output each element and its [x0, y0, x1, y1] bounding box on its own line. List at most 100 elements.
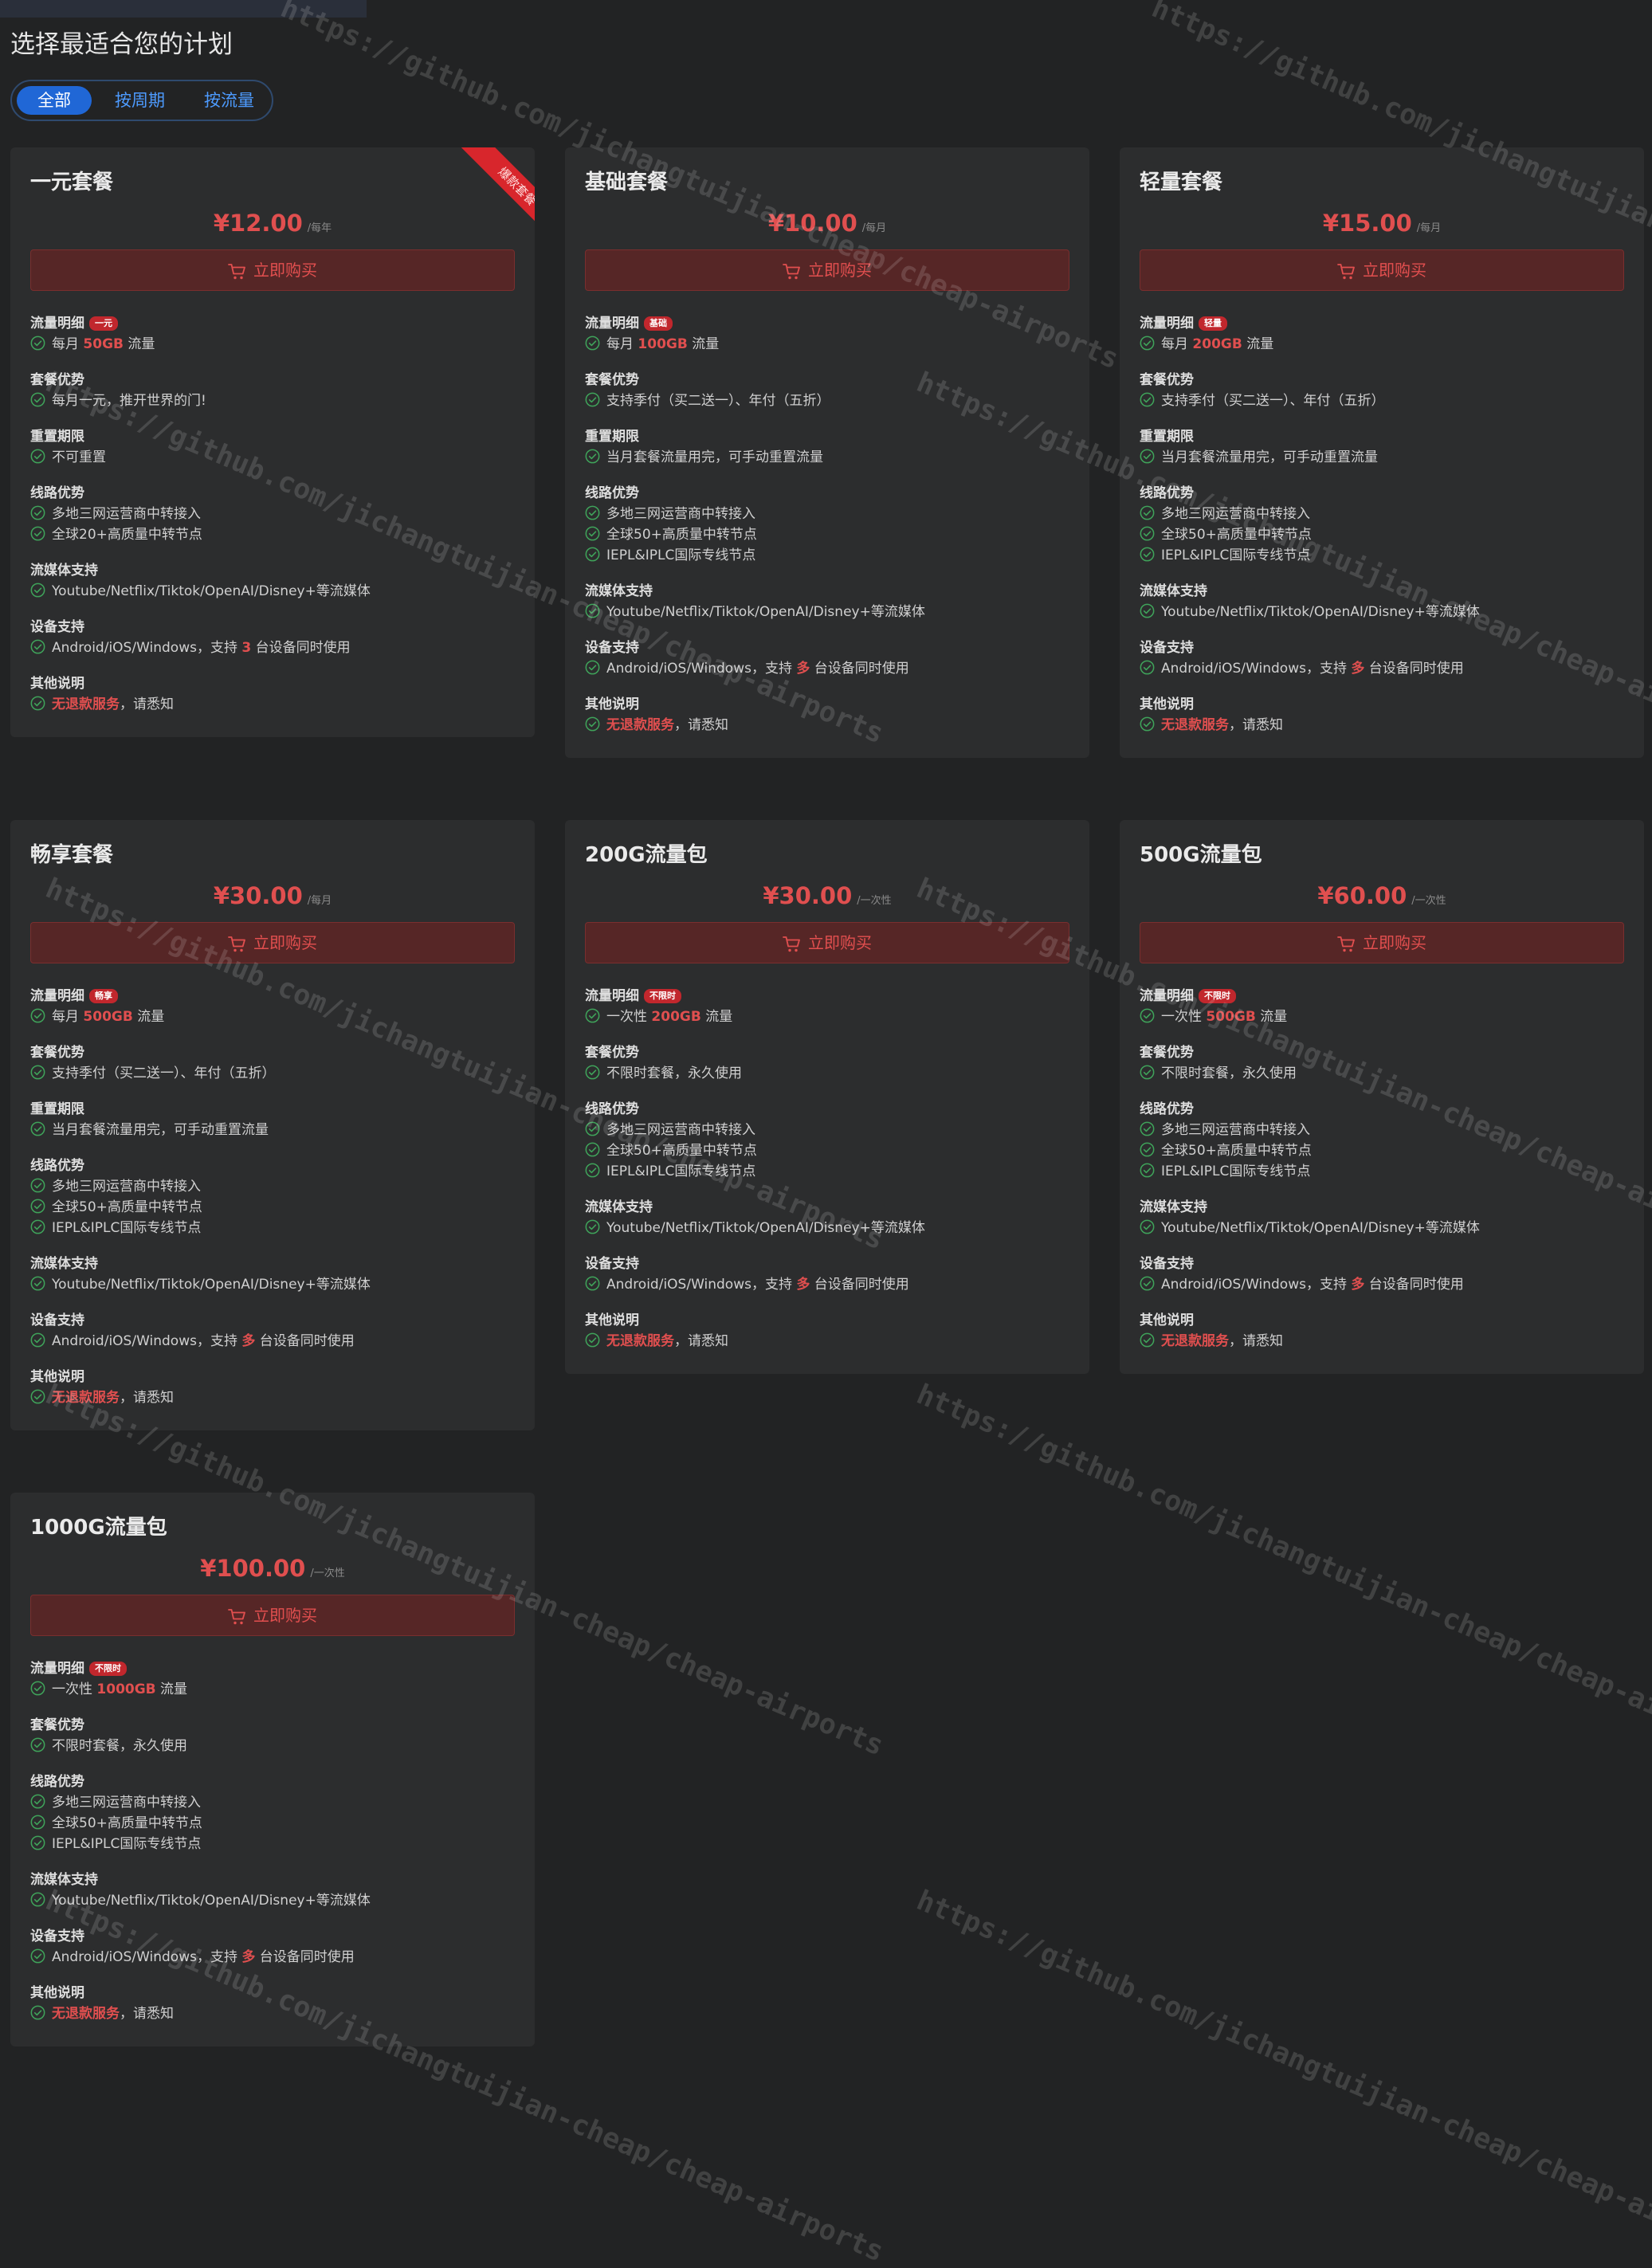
cart-icon — [228, 936, 247, 953]
buy-button[interactable]: 立即购买 — [30, 922, 515, 963]
feature-item: Android/iOS/Windows，支持 多 台设备同时使用 — [30, 1947, 519, 1968]
filter-tab-by-period[interactable]: 按周期 — [115, 91, 165, 110]
plan-name: 轻量套餐 — [1140, 171, 1223, 194]
feature-item: 无退款服务，请悉知 — [585, 715, 1073, 736]
feature-text: ，请悉知 — [674, 717, 728, 733]
buy-button[interactable]: 立即购买 — [1140, 922, 1624, 963]
feature-item: 一次性 200GB 流量 — [585, 1006, 1073, 1027]
feature-highlight: 3 — [241, 640, 252, 656]
feature-text: Android/iOS/Windows，支持 — [1161, 1277, 1352, 1293]
feature-highlight: 无退款服务 — [606, 717, 674, 733]
section-title: 流媒体支持 — [30, 1256, 98, 1272]
buy-button[interactable]: 立即购买 — [30, 1595, 515, 1636]
feature-text: Youtube/Netflix/Tiktok/OpenAI/Disney+等流媒… — [1161, 604, 1480, 620]
buy-button[interactable]: 立即购买 — [585, 249, 1069, 291]
section-title: 流量明细 — [1140, 988, 1194, 1004]
section-tag-badge: 不限时 — [89, 1662, 127, 1676]
section-title: 其他说明 — [30, 676, 84, 692]
plan-card-5: 200G流量包 ¥30.00/一次性 立即购买 流量明细不限时一次性 200GB… — [565, 820, 1089, 1374]
section-heading: 流量明细基础 — [585, 313, 1073, 334]
top-bar-strip — [0, 0, 367, 18]
feature-highlight: 多 — [241, 1949, 256, 1965]
feature-highlight: 50GB — [83, 336, 124, 352]
feature-item: 多地三网运营商中转接入 — [1140, 504, 1628, 524]
filter-tab-by-traffic[interactable]: 按流量 — [204, 91, 254, 110]
section-title: 线路优势 — [1140, 485, 1194, 501]
feature-text: 多地三网运营商中转接入 — [52, 1795, 201, 1811]
filter-tabs: 全部 按周期 按流量 — [10, 80, 273, 121]
watermark-text: https://github.com/jichangtuijian-cheap/… — [912, 1379, 1652, 1763]
section-title: 套餐优势 — [585, 372, 639, 388]
buy-button-label: 立即购买 — [253, 933, 317, 952]
feature-text: IEPL&IPLC国际专线节点 — [1161, 1163, 1311, 1179]
feature-text: Android/iOS/Windows，支持 — [606, 661, 797, 677]
feature-text: 全球50+高质量中转节点 — [606, 1143, 757, 1159]
price-row: ¥60.00/一次性 — [1120, 882, 1644, 909]
section-tag-badge: 不限时 — [644, 989, 681, 1003]
plan-card-2: 基础套餐 ¥10.00/每月 立即购买 流量明细基础每月 100GB 流量套餐优… — [565, 147, 1089, 758]
filter-tab-all[interactable]: 全部 — [17, 86, 92, 115]
plan-name: 一元套餐 — [30, 171, 114, 194]
feature-text: IEPL&IPLC国际专线节点 — [606, 547, 756, 563]
watermark-text: https://github.com/jichangtuijian-cheap/… — [912, 1885, 1652, 2268]
plan-price: ¥10.00 — [767, 210, 857, 237]
feature-text: IEPL&IPLC国际专线节点 — [606, 1163, 756, 1179]
feature-item: Youtube/Netflix/Tiktok/OpenAI/Disney+等流媒… — [585, 602, 1073, 622]
section-heading: 套餐优势 — [30, 1715, 519, 1736]
feature-text: 台设备同时使用 — [1364, 661, 1464, 677]
feature-text: Youtube/Netflix/Tiktok/OpenAI/Disney+等流媒… — [1161, 1220, 1480, 1236]
check-circle-icon — [30, 335, 45, 351]
buy-button[interactable]: 立即购买 — [585, 922, 1069, 963]
plan-name: 200G流量包 — [585, 843, 708, 867]
feature-item: 每月 500GB 流量 — [30, 1006, 519, 1027]
feature-item: Android/iOS/Windows，支持 多 台设备同时使用 — [585, 658, 1073, 679]
check-circle-icon — [30, 1121, 45, 1136]
price-row: ¥30.00/每月 — [10, 882, 535, 909]
feature-text: ，请悉知 — [120, 2006, 174, 2022]
feature-highlight: 500GB — [1206, 1009, 1256, 1025]
section-title: 设备支持 — [585, 640, 639, 656]
section-heading: 流量明细畅享 — [30, 986, 519, 1006]
check-circle-icon — [1140, 1121, 1155, 1136]
check-circle-icon — [1140, 1065, 1155, 1080]
plan-period: /一次性 — [1411, 895, 1446, 907]
section-title: 其他说明 — [30, 1369, 84, 1385]
feature-highlight: 200GB — [651, 1009, 701, 1025]
feature-text: 全球50+高质量中转节点 — [1161, 1143, 1312, 1159]
feature-item: 不可重置 — [30, 447, 519, 468]
check-circle-icon — [1140, 449, 1155, 464]
check-circle-icon — [1140, 716, 1155, 732]
plan-price: ¥30.00 — [763, 882, 853, 909]
check-circle-icon — [1140, 526, 1155, 541]
plan-details: 流量明细畅享每月 500GB 流量套餐优势支持季付（买二送一）、年付（五折）重置… — [30, 986, 519, 1408]
section-heading: 线路优势 — [30, 1772, 519, 1792]
buy-button[interactable]: 立即购买 — [1140, 249, 1624, 291]
feature-item: 多地三网运营商中转接入 — [30, 1176, 519, 1197]
section-heading: 流媒体支持 — [30, 1254, 519, 1274]
feature-item: Youtube/Netflix/Tiktok/OpenAI/Disney+等流媒… — [30, 1274, 519, 1295]
section-heading: 设备支持 — [30, 1926, 519, 1947]
feature-highlight: 无退款服务 — [52, 2006, 120, 2022]
feature-text: ，请悉知 — [120, 696, 174, 712]
feature-item: 不限时套餐，永久使用 — [30, 1736, 519, 1756]
feature-highlight: 500GB — [83, 1009, 133, 1025]
check-circle-icon — [1140, 1219, 1155, 1234]
section-heading: 重置期限 — [1140, 426, 1628, 447]
check-circle-icon — [1140, 335, 1155, 351]
feature-text: 全球20+高质量中转节点 — [52, 527, 202, 543]
check-circle-icon — [30, 449, 45, 464]
check-circle-icon — [585, 505, 600, 520]
feature-text: 流量 — [155, 1681, 188, 1697]
feature-text: 当月套餐流量用完，可手动重置流量 — [52, 1122, 269, 1138]
feature-item: 不限时套餐，永久使用 — [585, 1063, 1073, 1084]
check-circle-icon — [585, 449, 600, 464]
plan-details: 流量明细不限时一次性 500GB 流量套餐优势不限时套餐，永久使用线路优势多地三… — [1140, 986, 1628, 1352]
feature-item: Android/iOS/Windows，支持 多 台设备同时使用 — [1140, 658, 1628, 679]
check-circle-icon — [585, 660, 600, 675]
feature-text: 多地三网运营商中转接入 — [606, 506, 755, 522]
buy-button-label: 立即购买 — [808, 261, 872, 280]
plan-name: 畅享套餐 — [30, 843, 114, 867]
feature-text: Youtube/Netflix/Tiktok/OpenAI/Disney+等流媒… — [606, 604, 925, 620]
feature-highlight: 无退款服务 — [1161, 1333, 1229, 1349]
buy-button[interactable]: 立即购买 — [30, 249, 515, 291]
